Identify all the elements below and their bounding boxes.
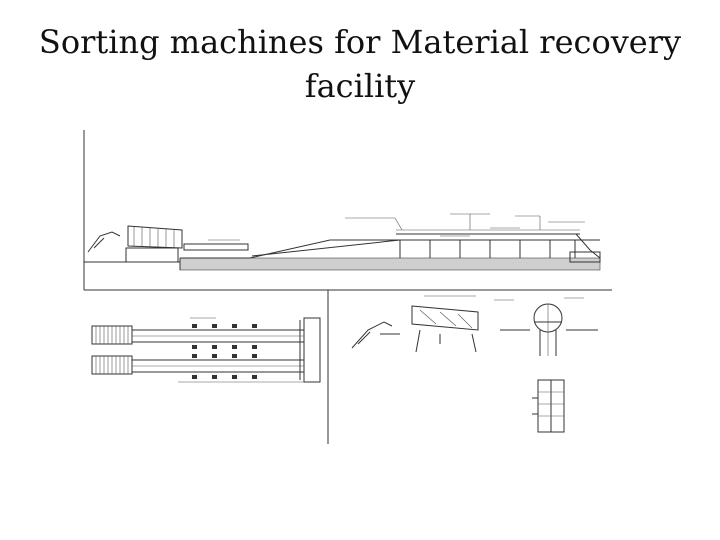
foundation-slab (179, 257, 601, 271)
trommel-drum (125, 225, 183, 263)
slide-title: Sorting machines for Material recovery f… (38, 23, 682, 105)
callout-leaders (208, 213, 585, 241)
bale-stack-view (532, 379, 565, 433)
sorting-stations (192, 324, 257, 379)
panel-borders (83, 130, 612, 444)
plan-view (91, 317, 321, 383)
section-view-trommel (351, 295, 479, 353)
elevation-view (84, 213, 601, 271)
section-view-belt (494, 297, 598, 356)
trommel-plan-grille (95, 326, 129, 374)
sorting-conveyor (251, 229, 601, 263)
